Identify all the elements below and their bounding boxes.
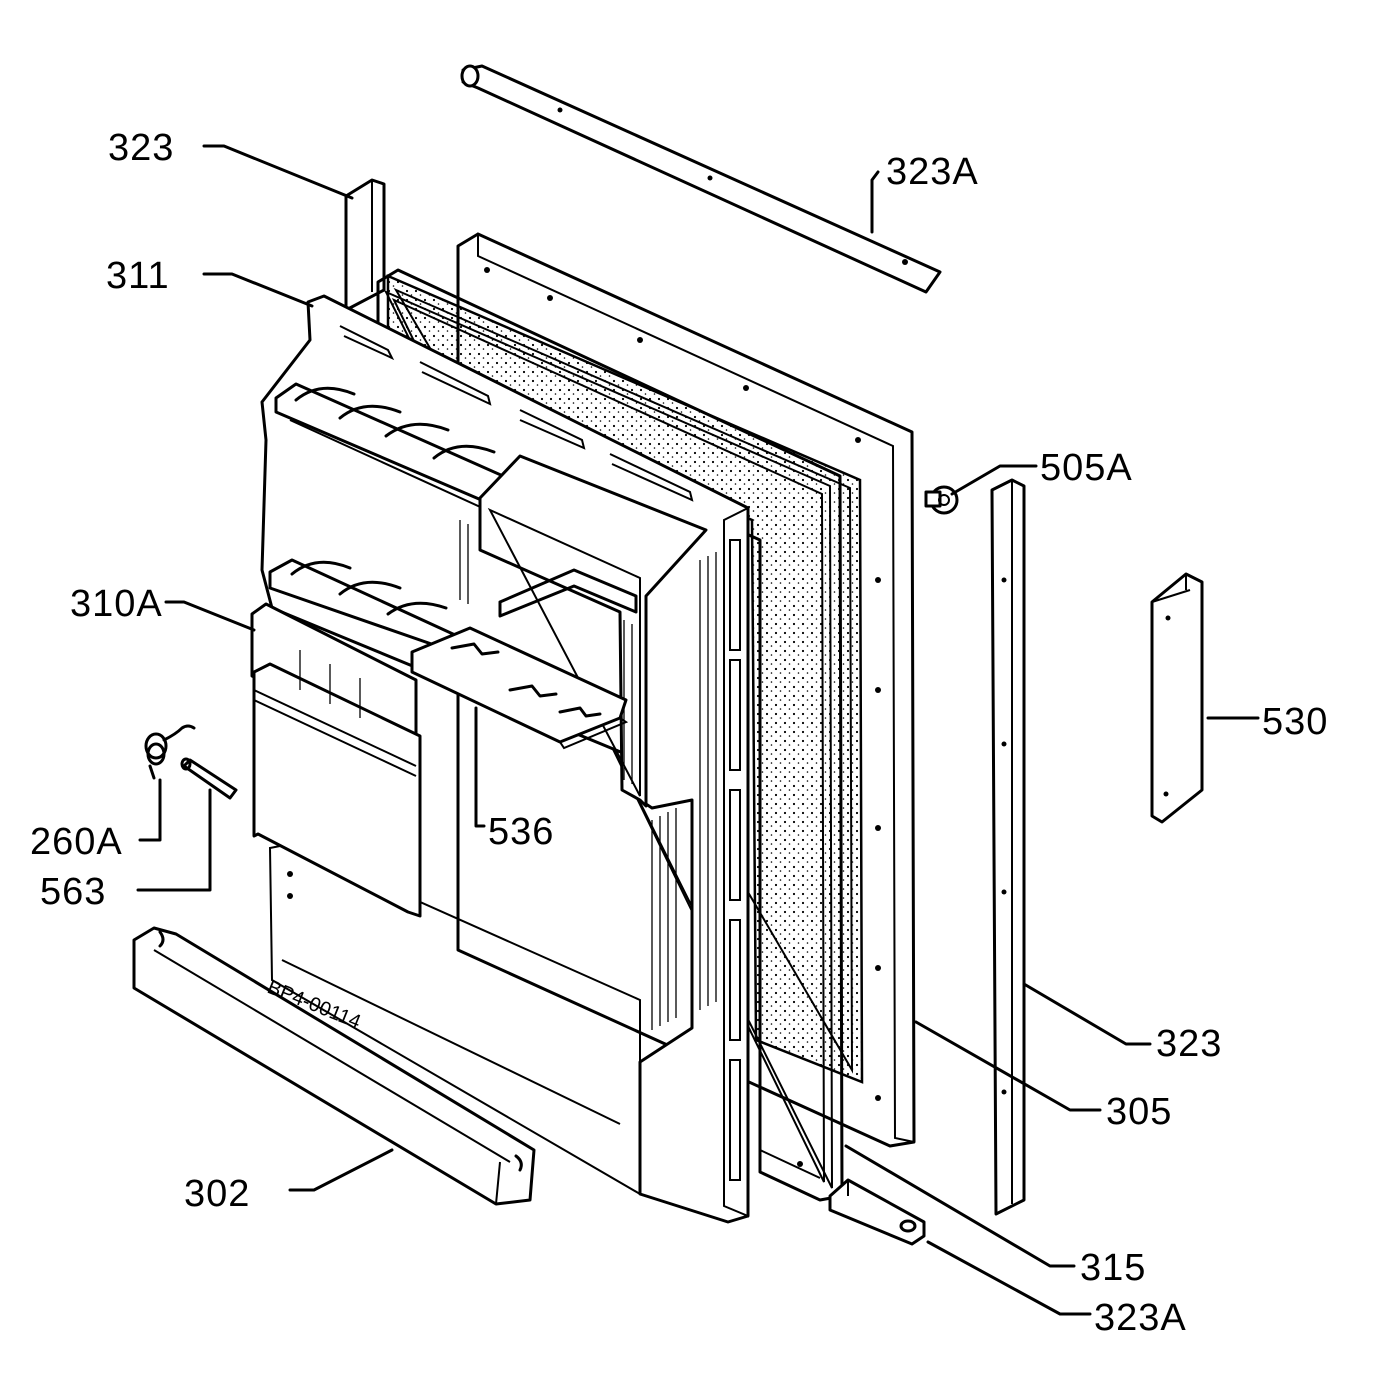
label-530: 530	[1262, 701, 1328, 743]
label-302: 302	[184, 1173, 250, 1215]
cover-plate-530	[1150, 572, 1204, 824]
label-260a: 260A	[30, 821, 123, 863]
leader-lines	[136, 144, 1260, 1316]
label-323a-top: 323A	[886, 151, 979, 193]
label-323a-bottom: 323A	[1094, 1297, 1187, 1339]
label-315: 315	[1080, 1247, 1146, 1289]
door-stop-505a	[924, 485, 959, 515]
door-handle-302	[132, 926, 536, 1206]
dairy-compartment	[478, 454, 708, 808]
part-labels: 323 323A 311 505A 310A 530 260A 536 563 …	[30, 127, 1328, 1339]
label-311: 311	[106, 255, 170, 297]
label-323-right: 323	[1156, 1023, 1222, 1065]
right-side-strip-323	[990, 478, 1026, 1216]
door-flap-310a	[250, 602, 422, 918]
label-505a: 505A	[1040, 447, 1133, 489]
bottom-hinge-bar-323a	[828, 1178, 926, 1246]
spring-260a	[144, 724, 196, 780]
label-563: 563	[40, 871, 106, 913]
label-305: 305	[1106, 1091, 1172, 1133]
label-323-top: 323	[108, 127, 174, 169]
label-536: 536	[488, 811, 554, 853]
label-310a: 310A	[70, 583, 163, 625]
left-side-strip-323	[344, 178, 386, 312]
hinge-pin-563	[180, 757, 238, 800]
shelf-536	[410, 626, 629, 750]
top-hinge-bar-323a	[460, 64, 942, 294]
